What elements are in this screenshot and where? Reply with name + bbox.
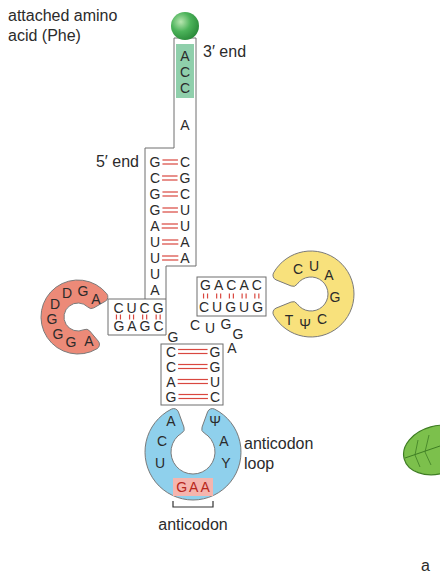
base-pair-line [178, 364, 207, 365]
base-pair-line [162, 243, 178, 244]
anticodon-bases: GAA [174, 480, 212, 494]
base-pair-line [162, 227, 178, 228]
nucleotide: U [309, 259, 319, 273]
nucleotide: G [330, 290, 341, 304]
backbone-outline [145, 38, 196, 299]
nucleotide: G [168, 330, 179, 344]
nucleotide: A [324, 268, 333, 282]
callout-text: anticodon loop [244, 434, 324, 474]
nucleotide: G [221, 317, 232, 331]
base-pair-line [162, 259, 178, 260]
anticodon-bracket [173, 501, 213, 507]
base-pair-line [220, 294, 221, 299]
base-pair-line [178, 379, 208, 380]
base-pair-line [233, 294, 234, 299]
base-pair-line [162, 255, 178, 256]
base-pair-line [162, 211, 178, 212]
nucleotide: G [78, 284, 89, 298]
nucleotide: A [166, 414, 175, 428]
base-pair-line [162, 223, 178, 224]
base-pair-line [258, 294, 259, 299]
nucleotide-strand: ACC [178, 48, 192, 96]
nucleotide: G [53, 327, 64, 341]
nucleotide-strand: GACAC [197, 278, 265, 292]
nucleotide: A [84, 334, 93, 348]
nucleotide-strand: CUGUG [196, 300, 266, 314]
amino-acid-ball [171, 12, 199, 40]
nucleotide-strand: CCAG [164, 345, 178, 405]
nucleotide: T [285, 313, 294, 327]
nucleotide-strand: GAGC [110, 319, 166, 333]
base-pair-line [254, 294, 255, 299]
nucleotide: G [47, 312, 58, 326]
base-pair-line [207, 294, 208, 299]
base-pair-line [162, 179, 177, 180]
base-pair-line [178, 349, 207, 350]
base-pair-line [162, 175, 177, 176]
nucleotide: G [66, 335, 77, 349]
base-pair-line [178, 353, 207, 354]
base-pair-line [162, 207, 178, 208]
base-pair-line [229, 294, 230, 299]
nucleotide: C [293, 262, 303, 276]
base-pair-line [178, 398, 208, 399]
base-pair-line [178, 394, 208, 395]
end-label: 3′ end [203, 44, 246, 60]
cropped-letter: a [421, 556, 437, 576]
base-pair-line [162, 163, 178, 164]
nucleotide-strand: GCGGAUUUA [148, 154, 162, 298]
base-pair-line [246, 294, 247, 299]
base-pair-line [162, 195, 178, 196]
leaf-figure [398, 418, 440, 482]
nucleotide: C [317, 312, 327, 326]
nucleotide: D [50, 297, 60, 311]
t-loop-ring [273, 251, 354, 337]
nucleotide: A [91, 292, 100, 306]
base-pair-line [162, 159, 178, 160]
callout-text: anticodon [158, 517, 227, 533]
base-pair-line [178, 383, 208, 384]
nucleotide: D [62, 286, 72, 300]
base-pair-line [216, 294, 217, 299]
base-pair-line [178, 368, 207, 369]
acceptor-end-box [176, 44, 194, 98]
nucleotide: A [227, 341, 236, 355]
nucleotide: Y [221, 456, 230, 470]
nucleotide: C [157, 434, 167, 448]
backbone-outline [161, 344, 223, 405]
callout-text: attached amino acid (Phe) [8, 6, 133, 46]
end-label: 5′ end [96, 154, 139, 170]
nucleotide: Ψ [299, 317, 311, 331]
base-pair-line [242, 294, 243, 299]
loop-rings [41, 251, 354, 500]
nucleotide-strand: CGCUUAA [178, 154, 192, 266]
base-pair-line [162, 239, 178, 240]
backbone-outline [108, 299, 166, 335]
nucleotide-strand: CUCG [110, 301, 166, 315]
nucleotide: A [219, 434, 228, 448]
nucleotide: A [180, 118, 189, 132]
nucleotide: U [155, 456, 165, 470]
nucleotide-strand: GGUC [208, 345, 222, 405]
d-loop-ring [41, 280, 108, 354]
anticodon-box [173, 478, 213, 496]
nucleotide: G [233, 327, 244, 341]
base-pair-line [162, 191, 178, 192]
base-pair-line [203, 294, 204, 299]
nucleotide: Ψ [209, 414, 221, 428]
nucleotide: C [190, 318, 200, 332]
anticodon-loop-ring [145, 409, 241, 500]
nucleotide: U [205, 321, 215, 335]
